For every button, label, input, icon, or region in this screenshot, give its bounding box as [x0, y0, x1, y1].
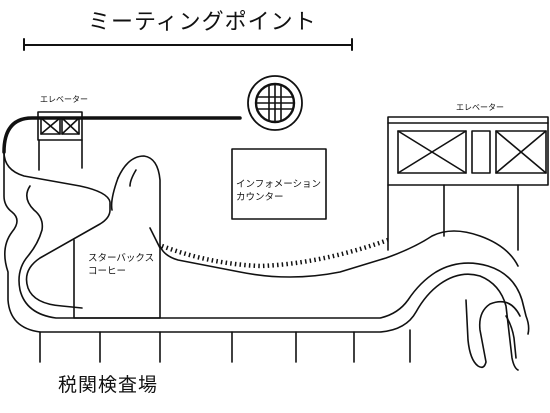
- information-counter-label: インフォメーション カウンター: [236, 178, 321, 204]
- corridor-inner: [18, 185, 530, 335]
- rope-divider: [161, 237, 389, 269]
- starbucks-label: スターバックス コーヒー: [88, 252, 154, 278]
- clock-icon: [247, 75, 303, 131]
- queue-path: [117, 155, 519, 278]
- information-label-line1: インフォメーション: [236, 179, 322, 190]
- elevator-icon: [387, 116, 549, 186]
- north-wall: [2, 116, 242, 154]
- elevator-label-left: エレベーター: [40, 95, 88, 104]
- corridor-right-loop: [465, 299, 521, 369]
- corridor-right-edge: [505, 315, 517, 359]
- elevator-label-right: エレベーター: [456, 103, 504, 112]
- corridor-outer: [3, 151, 111, 309]
- meeting-point-bracket: [23, 38, 353, 51]
- starbucks-label-line1: スターバックス: [88, 253, 155, 264]
- customs-inspection-label: 税関検査場: [58, 374, 159, 396]
- corridor-outer: [3, 151, 519, 371]
- elevator-icon: [37, 111, 83, 141]
- queue-path: [110, 169, 137, 211]
- information-counter: [231, 148, 327, 220]
- meeting-point-title: ミーティングポイント: [88, 10, 317, 35]
- information-label-line2: カウンター: [236, 192, 284, 203]
- starbucks-label-line2: コーヒー: [88, 266, 127, 277]
- customs-lanes: [39, 329, 411, 363]
